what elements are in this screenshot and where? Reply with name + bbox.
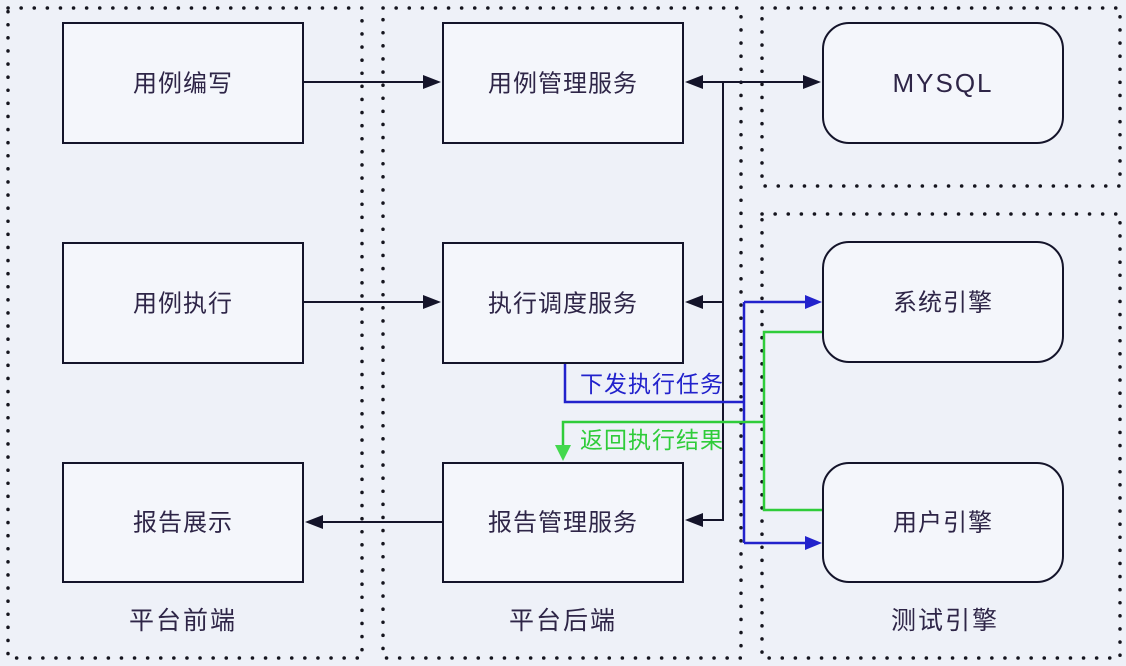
region-mysql-border — [760, 6, 1122, 188]
node-report-show-box — [62, 462, 304, 583]
node-mysql-label: MYSQL — [892, 68, 993, 98]
edge-trunk-vertical — [702, 82, 724, 521]
node-report-mgmt-label: 报告管理服务 — [488, 509, 638, 536]
node-case-exec-label: 用例执行 — [133, 290, 233, 317]
node-user-engine: 用户引擎 — [822, 462, 1064, 583]
arrowhead-left-icon — [685, 75, 703, 89]
node-case-exec: 用例执行 — [62, 242, 304, 364]
arrowhead-right-icon — [423, 295, 441, 309]
node-report-show-label: 报告展示 — [133, 509, 233, 536]
node-mysql: MYSQL — [822, 22, 1064, 144]
arrowhead-left-icon — [305, 515, 323, 529]
region-label-backend: 平台后端 — [509, 607, 617, 635]
node-case-write-label: 用例编写 — [133, 70, 233, 97]
arrowhead-right-icon — [805, 295, 822, 309]
arrowhead-right-icon — [423, 75, 441, 89]
edge-label-dispatch: 下发执行任务 — [580, 371, 724, 397]
node-exec-sched: 执行调度服务 — [442, 242, 684, 364]
node-report-mgmt-box — [442, 462, 684, 583]
region-label-frontend: 平台前端 — [129, 607, 237, 635]
node-case-write-box — [62, 22, 304, 144]
node-system-engine: 系统引擎 — [822, 241, 1064, 363]
region-engines-border — [760, 212, 1122, 660]
edge-label-result: 返回执行结果 — [580, 427, 724, 453]
node-report-show: 报告展示 — [62, 462, 304, 583]
node-case-exec-box — [62, 242, 304, 364]
node-exec-sched-label: 执行调度服务 — [488, 290, 638, 317]
edge-result-from-engines — [762, 330, 823, 512]
node-case-write: 用例编写 — [62, 22, 304, 144]
arrowhead-right-icon — [803, 75, 821, 89]
node-case-mgmt-label: 用例管理服务 — [488, 70, 638, 97]
node-system-engine-box — [822, 241, 1064, 363]
arrowhead-left-icon — [685, 513, 703, 527]
arrowhead-down-icon — [555, 445, 571, 461]
region-label-engines: 测试引擎 — [891, 607, 999, 635]
node-mysql-box — [822, 22, 1064, 144]
edge-result-to-reportmgmt — [561, 420, 764, 446]
edge-dispatch-from-execsched — [563, 363, 744, 404]
arrowhead-left-icon — [685, 295, 703, 309]
region-backend-border — [381, 6, 743, 660]
node-case-mgmt-box — [442, 22, 684, 144]
node-exec-sched-box — [442, 242, 684, 364]
arrowhead-right-icon — [805, 536, 822, 550]
node-case-mgmt: 用例管理服务 — [442, 22, 684, 144]
node-report-mgmt: 报告管理服务 — [442, 462, 684, 583]
node-user-engine-box — [822, 462, 1064, 583]
node-user-engine-label: 用户引擎 — [893, 509, 993, 536]
node-system-engine-label: 系统引擎 — [893, 289, 993, 316]
